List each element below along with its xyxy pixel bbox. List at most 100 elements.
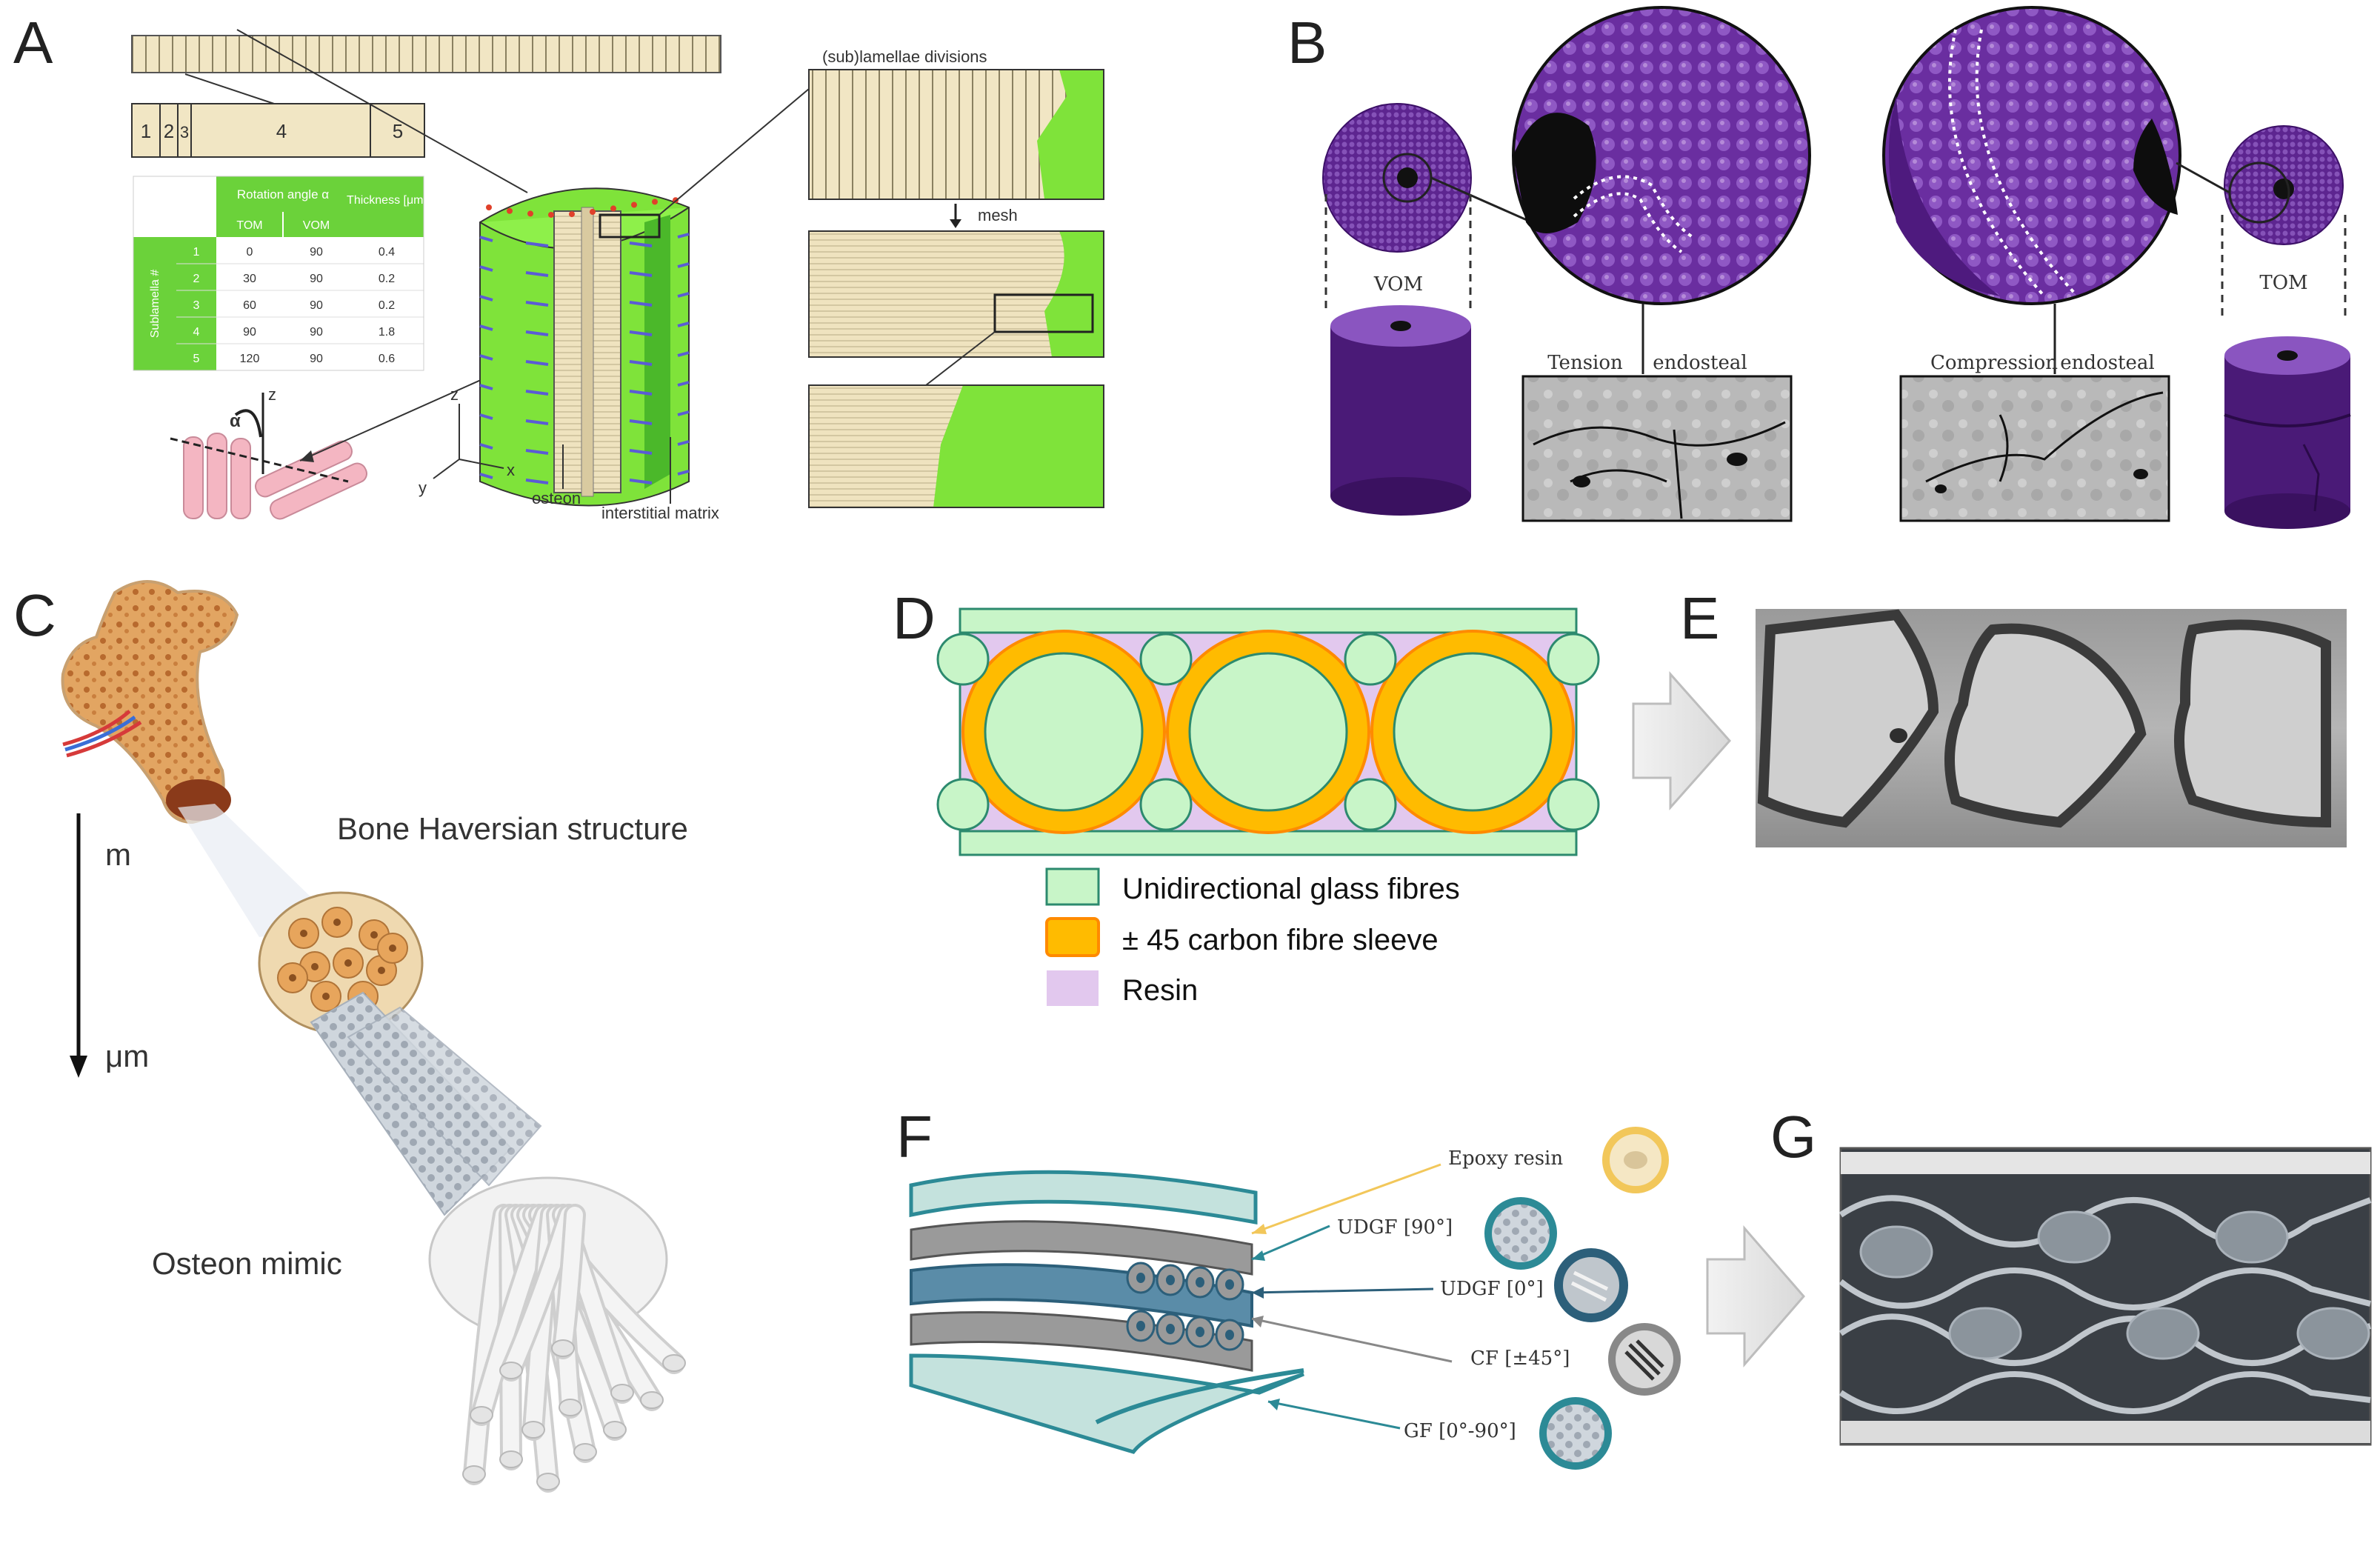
alpha-label: α xyxy=(230,411,241,431)
scale-top-label: m xyxy=(105,837,131,872)
top-glass-layer xyxy=(959,607,1578,634)
table-cell: 0.6 xyxy=(379,353,395,365)
callout-udgf90: UDGF [90°] xyxy=(1337,1216,1453,1239)
callouts: Epoxy resin UDGF [90°] UDGF [0°] CF [±45… xyxy=(1251,1127,1681,1470)
udgf90-icon xyxy=(1484,1197,1557,1270)
table-cell: 3 xyxy=(193,299,200,312)
haversian-disk xyxy=(258,891,424,1035)
legend-swatch-glass xyxy=(1045,867,1100,906)
table-cell: 90 xyxy=(310,273,323,285)
divisions-label: (sub)lamellae divisions xyxy=(822,47,987,66)
panel-letter-e: E xyxy=(1680,585,1719,651)
segment-label: 1 xyxy=(141,120,151,142)
laminate-stack xyxy=(909,1170,1304,1454)
arrow-d-to-e xyxy=(1632,671,1732,810)
collagen-fibres: α z xyxy=(170,333,586,520)
table-cell: 90 xyxy=(243,326,256,339)
table-cell: 90 xyxy=(310,353,323,365)
g-micrograph xyxy=(1839,1147,2372,1446)
callout-epoxy: Epoxy resin xyxy=(1448,1147,1563,1170)
panel-a: A 1 2 3 4 5 Rotation angle α Thickness [… xyxy=(13,10,1104,522)
panel-c: C m μm Bone Haversian structure Osteon m… xyxy=(13,580,688,1493)
panel-letter-b: B xyxy=(1287,10,1327,76)
axis-x-label: x xyxy=(507,461,515,479)
scale-bottom-label: μm xyxy=(105,1039,149,1073)
panel-letter-d: D xyxy=(893,585,936,651)
tension-micrograph xyxy=(1521,375,1793,522)
glass-fibre-bundles xyxy=(936,633,1600,831)
segment-label: 4 xyxy=(276,120,287,142)
table-cell: 0.2 xyxy=(379,273,395,285)
gf-icon xyxy=(1539,1397,1612,1470)
panel-g: G xyxy=(1770,1104,2372,1446)
table-cell: 4 xyxy=(193,326,200,339)
lamella-strip xyxy=(131,35,721,73)
compression-label: Compression xyxy=(1930,352,2058,374)
panel-letter-c: C xyxy=(13,582,56,648)
callout-gf: GF [0°-90°] xyxy=(1404,1420,1516,1442)
parameter-table: Rotation angle α Thickness [μm] TOM VOM … xyxy=(133,176,427,371)
sublamella-bar: 1 2 3 4 5 xyxy=(131,103,425,158)
interstitial-matrix-label: interstitial matrix xyxy=(601,504,719,522)
bottom-glass-layer xyxy=(959,830,1578,856)
table-cell: 0.4 xyxy=(379,246,395,259)
fibre-axis-z: z xyxy=(268,385,276,404)
panel-d: D Unidirectional glass fibres ± 45 carbo… xyxy=(893,585,1732,1007)
table-cell: 1 xyxy=(193,246,200,259)
table-header-rotation: Rotation angle α xyxy=(237,187,329,201)
table-cell: 2 xyxy=(193,273,200,285)
table-header-thickness: Thickness [μm] xyxy=(347,194,427,207)
table-cell: 5 xyxy=(193,353,200,365)
osteon-mimic-braid xyxy=(310,991,686,1493)
zoom-line xyxy=(184,73,275,104)
callout-cf45: CF [±45°] xyxy=(1470,1347,1570,1370)
panel-letter-g: G xyxy=(1770,1104,1816,1170)
callout-udgf0: UDGF [0°] xyxy=(1440,1278,1544,1300)
tom-label: TOM xyxy=(2259,272,2307,294)
panel-e: E xyxy=(1680,585,2347,847)
table-row-group-label: Sublamella # xyxy=(149,270,161,339)
segment-label: 2 xyxy=(164,120,174,142)
mesh-label: mesh xyxy=(978,206,1018,224)
endosteal-right-label: endosteal xyxy=(2060,352,2154,374)
table-cell: 1.8 xyxy=(379,326,395,339)
osteon-mimic-label: Osteon mimic xyxy=(152,1246,342,1281)
panel-b: B VOM Tension endosteal xyxy=(1287,6,2351,529)
osteon-label: osteon xyxy=(532,489,581,507)
legend-label-resin: Resin xyxy=(1122,974,1198,1007)
fe-cylinder-model: z x y osteon interstitial matrix xyxy=(236,29,810,522)
table-cell: 90 xyxy=(310,326,323,339)
table-col-tom: TOM xyxy=(236,219,262,232)
boundary-nodes xyxy=(479,197,690,484)
compression-micrograph xyxy=(1899,375,2170,522)
table-cell: 90 xyxy=(310,246,323,259)
vom-label: VOM xyxy=(1373,273,1423,296)
table-col-vom: VOM xyxy=(303,219,330,232)
udgf0-icon xyxy=(1554,1248,1628,1322)
mesh-detail: (sub)lamellae divisions mesh xyxy=(808,47,1104,508)
table-cell: 120 xyxy=(240,353,260,365)
legend-swatch-carbon xyxy=(1045,917,1100,957)
legend-swatch-resin xyxy=(1047,970,1099,1006)
tom-zoom xyxy=(1882,6,2181,305)
carbon-sleeves xyxy=(961,630,1575,834)
vom-cylinder xyxy=(1330,305,1471,516)
arrow-f-to-g xyxy=(1706,1225,1805,1368)
legend-label-carbon: ± 45 carbon fibre sleeve xyxy=(1122,924,1439,956)
table-cell: 0 xyxy=(247,246,253,259)
panel-letter-f: F xyxy=(896,1104,933,1170)
haversian-label: Bone Haversian structure xyxy=(337,811,688,846)
segment-label: 3 xyxy=(180,123,189,141)
legend: Unidirectional glass fibres ± 45 carbon … xyxy=(1045,867,1460,1007)
table-cell: 90 xyxy=(310,299,323,312)
panel-letter-a: A xyxy=(13,10,53,76)
legend-label-glass: Unidirectional glass fibres xyxy=(1122,873,1460,905)
panel-f: F Epoxy resin UDGF [90°] UDGF [0°] xyxy=(896,1104,1805,1470)
axis-z-label: z xyxy=(450,385,459,404)
endosteal-left-label: endosteal xyxy=(1653,352,1747,374)
segment-label: 5 xyxy=(393,120,403,142)
table-cell: 0.2 xyxy=(379,299,395,312)
axis-y-label: y xyxy=(419,479,427,497)
